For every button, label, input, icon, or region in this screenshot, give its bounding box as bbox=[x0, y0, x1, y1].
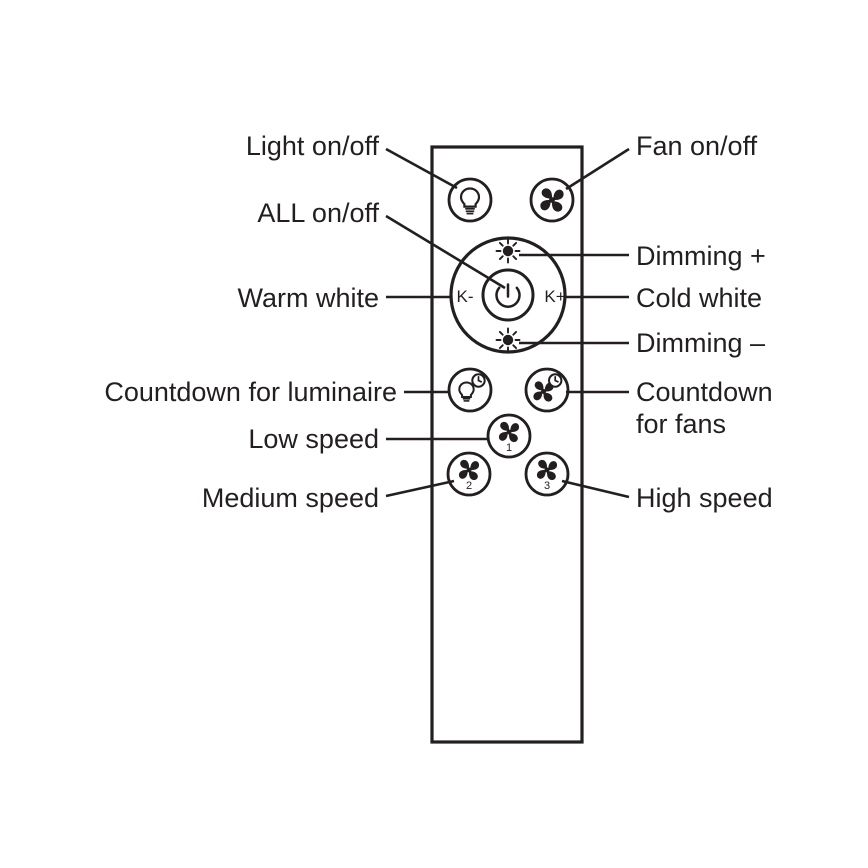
callout-light-on-off: Light on/off bbox=[246, 131, 380, 161]
lightbulb-timer-icon bbox=[458, 373, 486, 402]
fan-speed-low-number: 1 bbox=[506, 442, 512, 454]
callout-dimming-minus: Dimming – bbox=[636, 328, 765, 358]
callout-fan-on-off: Fan on/off bbox=[636, 131, 758, 161]
leader-all-on-off bbox=[385, 214, 506, 290]
callout-medium-speed: Medium speed bbox=[202, 483, 379, 513]
sun-bright-rays-icon bbox=[495, 238, 521, 264]
callout-countdown-fans-line1: Countdown bbox=[636, 377, 773, 407]
dimming-minus-button[interactable] bbox=[495, 327, 521, 353]
fan-speed-medium-button[interactable]: 2 bbox=[446, 451, 492, 497]
callout-countdown-luminaire: Countdown for luminaire bbox=[104, 377, 397, 407]
lightbulb-icon bbox=[459, 187, 481, 215]
cold-white-button-label[interactable]: K+ bbox=[544, 287, 565, 306]
fan-icon bbox=[498, 421, 520, 443]
fan-speed-medium-number: 2 bbox=[466, 480, 472, 492]
callout-warm-white: Warm white bbox=[237, 283, 379, 313]
remote-control-body bbox=[430, 145, 584, 744]
dimming-plus-button[interactable] bbox=[495, 238, 521, 264]
leader-medium-speed bbox=[385, 479, 455, 498]
callout-all-on-off: ALL on/off bbox=[257, 198, 379, 228]
fan-speed-low-button[interactable]: 1 bbox=[486, 413, 532, 459]
leader-high-speed bbox=[561, 479, 630, 499]
fan-speed-high-number: 3 bbox=[544, 480, 550, 492]
warm-white-button-label[interactable]: K- bbox=[457, 287, 474, 306]
all-on-off-button[interactable] bbox=[481, 268, 535, 322]
callout-countdown-fans-line2: for fans bbox=[636, 409, 726, 439]
callout-low-speed: Low speed bbox=[248, 424, 379, 454]
sun-dim-icon bbox=[502, 334, 514, 346]
light-on-off-button[interactable] bbox=[447, 177, 493, 223]
callout-high-speed: High speed bbox=[636, 483, 773, 513]
fan-speed-high-button[interactable]: 3 bbox=[524, 451, 570, 497]
leader-light-on-off bbox=[385, 147, 458, 190]
countdown-luminaire-button[interactable] bbox=[447, 367, 493, 413]
power-icon bbox=[495, 283, 521, 308]
sun-dim-rays-icon bbox=[495, 327, 521, 353]
fan-icon bbox=[536, 459, 558, 481]
leader-fan-on-off bbox=[565, 147, 630, 191]
fan-timer-icon bbox=[533, 373, 563, 402]
callout-dimming-plus: Dimming + bbox=[636, 241, 766, 271]
countdown-fans-button[interactable] bbox=[524, 367, 570, 413]
sun-bright-icon bbox=[502, 245, 514, 257]
fan-on-off-button[interactable] bbox=[529, 177, 575, 223]
fan-icon bbox=[458, 459, 480, 481]
callout-cold-white: Cold white bbox=[636, 283, 762, 313]
fan-icon bbox=[540, 188, 564, 212]
